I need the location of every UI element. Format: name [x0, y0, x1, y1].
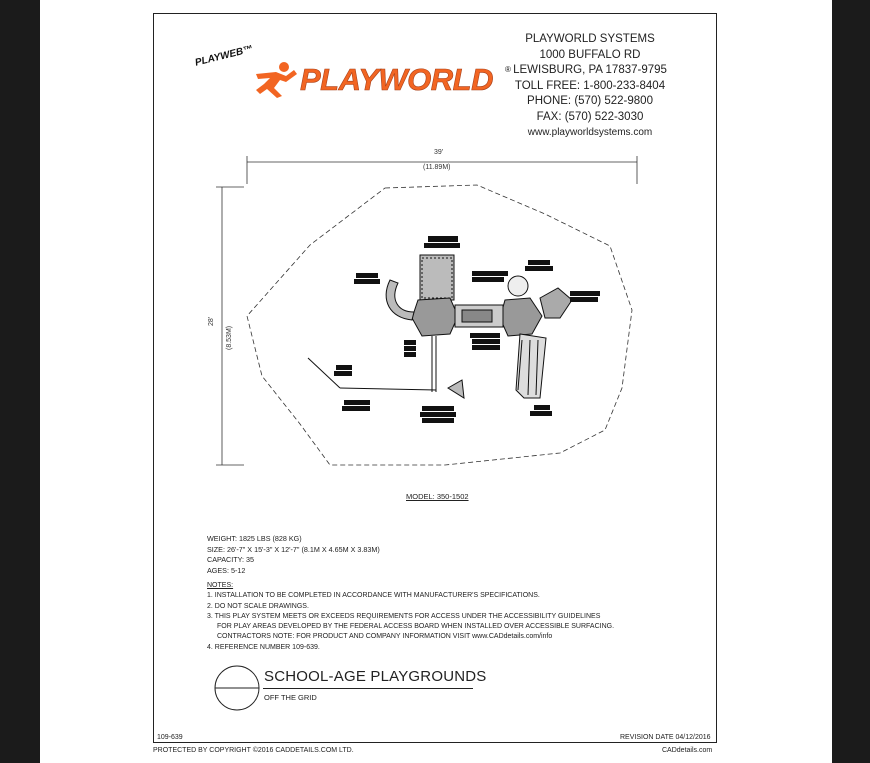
reference-number: 109-639 — [157, 734, 183, 741]
company-name: PLAYWORLD SYSTEMS — [525, 33, 655, 45]
spec-size: SIZE: 26'-7" X 15'-3" X 12'-7" (8.1M X 4… — [207, 544, 380, 554]
company-website: www.playworldsystems.com — [527, 127, 653, 138]
note-3-line-3: CONTRACTORS NOTE: FOR PRODUCT AND COMPAN… — [217, 633, 553, 641]
registered-mark: ® — [505, 65, 511, 74]
specifications: WEIGHT: 1825 LBS (828 KG) SIZE: 26'-7" X… — [207, 534, 380, 576]
drawing-subtitle: OFF THE GRID — [264, 693, 317, 702]
spec-capacity: CAPACITY: 35 — [207, 555, 255, 565]
running-figure-icon — [256, 62, 297, 98]
title-underline — [263, 688, 473, 689]
spec-ages: AGES: 5-12 — [207, 565, 246, 575]
note-2: 2. DO NOT SCALE DRAWINGS. — [207, 602, 309, 610]
company-info: PLAYWORLD SYSTEMS 1000 BUFFALO RD LEWISB… — [500, 32, 680, 141]
height-dimension: 28' — [208, 316, 215, 326]
company-fax: FAX: (570) 522-3030 — [536, 110, 644, 123]
company-address1: 1000 BUFFALO RD — [539, 48, 641, 61]
note-1: 1. INSTALLATION TO BE COMPLETED IN ACCOR… — [207, 592, 540, 600]
company-phone: PHONE: (570) 522-9800 — [527, 95, 653, 107]
revision-date: REVISION DATE 04/12/2016 — [620, 734, 711, 741]
drawing-title: SCHOOL-AGE PLAYGROUNDS — [264, 668, 487, 685]
notes-heading: NOTES: — [207, 582, 234, 589]
note-3: 3. THIS PLAY SYSTEM MEETS OR EXCEEDS REQ… — [207, 612, 601, 620]
width-dimension: 39' — [434, 149, 444, 156]
spec-weight: WEIGHT: 1825 LBS (828 KG) — [207, 534, 302, 543]
company-tollfree: TOLL FREE: 1-800-233-8404 — [514, 79, 666, 92]
note-3-line-2: FOR PLAY AREAS DEVELOPED BY THE FEDERAL … — [217, 623, 615, 631]
note-4: 4. REFERENCE NUMBER 109-639. — [207, 643, 320, 651]
caddetails-site: CADdetails.com — [662, 747, 713, 754]
company-address2: LEWISBURG, PA 17837-9795 — [513, 64, 667, 76]
section-marker-icon — [214, 665, 260, 711]
copyright-notice: PROTECTED BY COPYRIGHT ©2016 CADDETAILS.… — [153, 747, 354, 754]
playworld-logo-text: PLAYWORLD — [300, 62, 494, 98]
notes: NOTES: 1. INSTALLATION TO BE COMPLETED I… — [207, 581, 614, 653]
drawing-border — [153, 13, 717, 743]
width-dimension-metric: (11.89M) — [423, 164, 451, 171]
height-dimension-metric: (8.53M) — [226, 325, 233, 350]
model-number: MODEL: 350-1502 — [406, 492, 469, 501]
site-plan-drawing — [216, 156, 638, 466]
